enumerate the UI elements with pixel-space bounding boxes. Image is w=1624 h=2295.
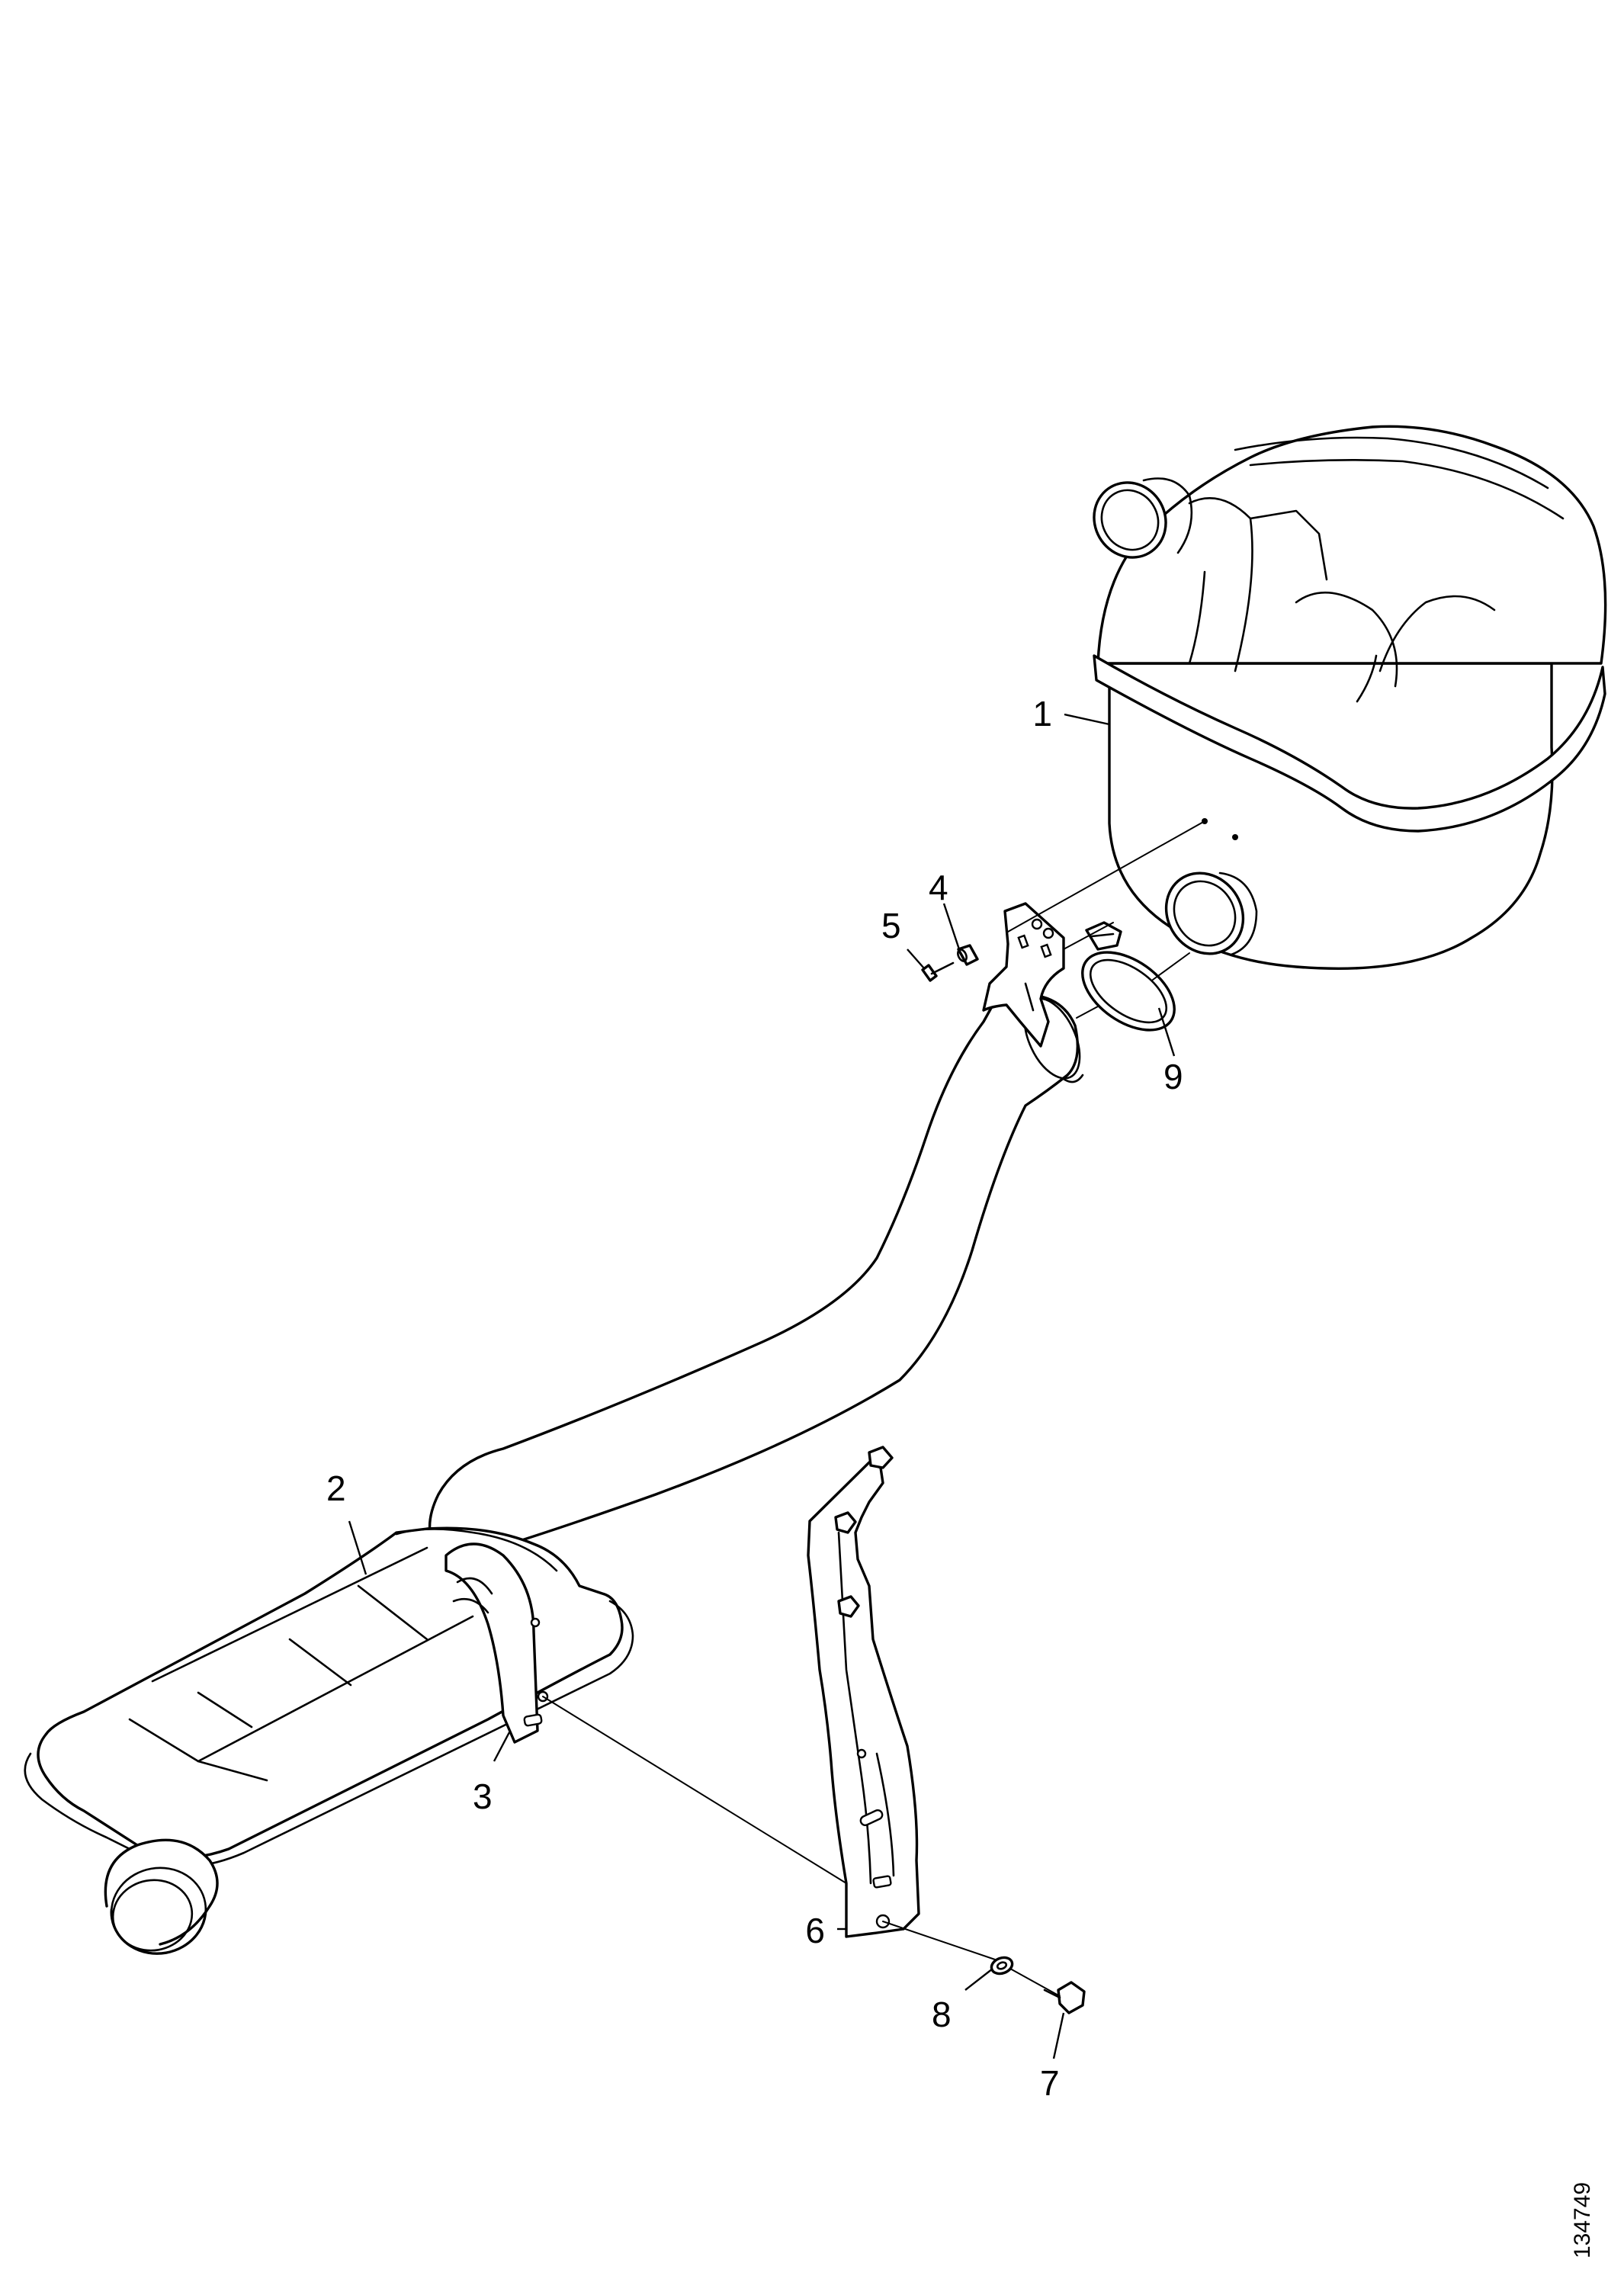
assembly-lines <box>542 820 1205 1997</box>
rear-silencer <box>1093 425 1607 971</box>
bolt <box>921 961 955 982</box>
nut <box>957 944 979 966</box>
intermediate-pipe <box>428 993 1084 1559</box>
figure-reference-number: 134749 <box>1570 2182 1595 2258</box>
callout-3: 3 <box>473 1777 493 1816</box>
callout-9: 9 <box>1163 1057 1183 1096</box>
callout-7: 7 <box>1040 2063 1060 2103</box>
callout-1: 1 <box>1032 694 1052 733</box>
callout-4: 4 <box>929 868 948 907</box>
mounting-bracket <box>807 1446 920 1938</box>
callout-5: 5 <box>881 906 901 945</box>
front-silencer <box>24 1526 634 1955</box>
callout-8: 8 <box>932 1995 952 2034</box>
silencer-strap <box>445 1542 549 1744</box>
callout-leaders <box>348 713 1176 2059</box>
callout-2: 2 <box>326 1468 346 1508</box>
pipe-hanger-bracket <box>982 902 1065 1048</box>
mounting-bolt <box>1043 1981 1086 2014</box>
callout-6: 6 <box>805 1911 825 1950</box>
exhaust-clamp <box>1081 921 1176 1032</box>
